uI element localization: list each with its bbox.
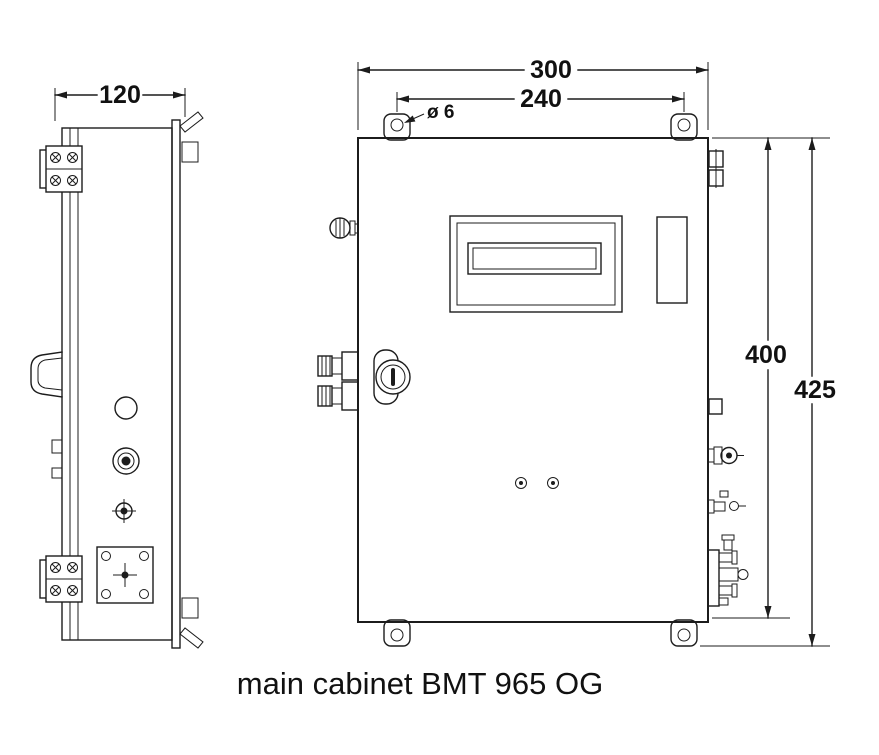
arrowhead-icon — [764, 138, 772, 150]
port-connector — [112, 447, 140, 475]
cable-gland-top — [329, 217, 359, 239]
mount-lug-top — [181, 141, 199, 163]
display-slot — [467, 242, 602, 275]
flange-tab-top — [179, 111, 204, 133]
key-slot — [391, 368, 395, 386]
base-plate — [96, 546, 154, 604]
mount-hole — [677, 118, 691, 132]
dim-front-width: 300 — [357, 56, 709, 130]
port-small — [112, 499, 136, 523]
dim-door-height: 400 — [712, 137, 830, 619]
hole-diameter-label: ø 6 — [427, 102, 454, 123]
dim-side-width-label: 120 — [99, 81, 141, 109]
mounting-tab-bottom-right — [670, 619, 698, 647]
valve-manifold — [707, 534, 749, 607]
flange-tab-bottom — [179, 627, 204, 649]
arrowhead-icon — [173, 91, 185, 99]
side-block — [708, 398, 723, 415]
wall-bracket — [30, 351, 63, 398]
mount-hole — [390, 628, 404, 642]
arrowhead-icon — [696, 66, 708, 74]
cable-glands — [317, 217, 359, 411]
hinge-bottom — [39, 555, 83, 603]
caption: main cabinet BMT 965 OG — [237, 666, 603, 701]
dim-front-width-label: 300 — [530, 56, 572, 84]
hinge-knuckle — [708, 149, 724, 188]
side-body — [51, 111, 204, 649]
cabinet-body — [357, 137, 709, 623]
dim-total-height-label: 425 — [794, 376, 836, 404]
connector-2 — [707, 490, 746, 514]
port-plain — [114, 396, 138, 420]
dim-hole-spacing: 240 — [396, 85, 685, 113]
arrowhead-icon — [358, 66, 370, 74]
front-screws — [515, 477, 559, 489]
mounting-tab-top-left — [383, 113, 411, 141]
arrowhead-icon — [672, 95, 684, 103]
dim-hole-spacing-label: 240 — [520, 85, 562, 113]
cable-gland-middle-2 — [317, 381, 359, 411]
mount-lug-bottom — [181, 597, 199, 619]
wall-flange — [171, 119, 181, 649]
dim-total-height: 425 — [700, 137, 836, 647]
mounting-tab-top-right — [670, 113, 698, 141]
cable-gland-middle-1 — [317, 351, 359, 381]
mounting-tab-bottom-left — [383, 619, 411, 647]
arrowhead-icon — [397, 95, 409, 103]
arrowhead-icon — [55, 91, 67, 99]
mounting-tabs — [383, 113, 698, 647]
side-connectors — [112, 396, 140, 523]
side-view: 120 — [30, 81, 204, 649]
label-plate — [656, 216, 688, 304]
door-lock — [373, 349, 411, 405]
front-view: 300 240 ø 6 — [317, 56, 836, 647]
dim-side-width: 120 — [54, 81, 186, 121]
mount-hole — [390, 118, 404, 132]
edge-fitting — [51, 467, 63, 479]
edge-fitting — [51, 439, 63, 454]
arrowhead-icon — [808, 138, 816, 150]
right-side-fittings — [707, 149, 749, 607]
hinge-top — [39, 145, 83, 193]
dim-door-height-label: 400 — [745, 341, 787, 369]
arrowhead-icon — [764, 606, 772, 618]
mount-hole — [677, 628, 691, 642]
display-window — [449, 215, 623, 313]
arrowhead-icon — [808, 634, 816, 646]
connector-1 — [707, 446, 744, 465]
hole-diameter-callout: ø 6 — [404, 102, 454, 123]
